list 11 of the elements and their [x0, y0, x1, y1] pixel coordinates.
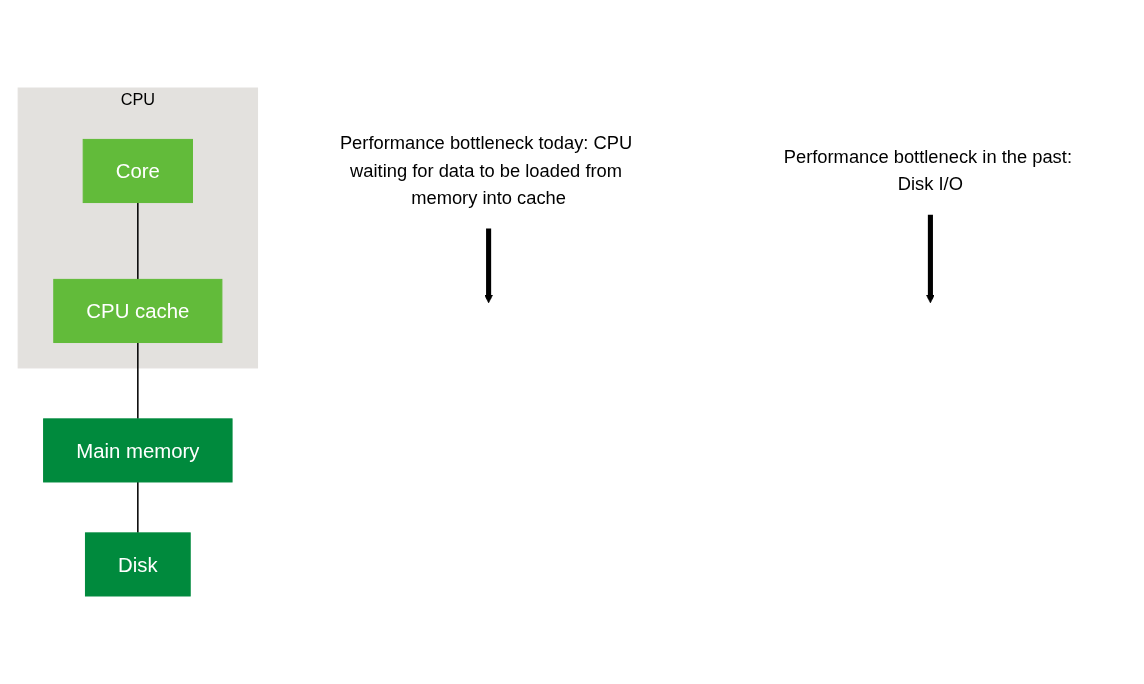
storage-box: Main memory — [43, 418, 233, 483]
arrow — [925, 214, 935, 304]
note-text: Performance bottleneck today: CPU waiting for data to be loaded from memory into cache — [339, 132, 633, 209]
component-box: Core — [82, 138, 193, 204]
arrow — [484, 228, 494, 304]
connector-line — [137, 481, 139, 534]
component-box: CPU cache — [53, 278, 223, 343]
storage-box: Disk — [84, 532, 191, 597]
connector-line — [137, 341, 139, 420]
connector-line — [137, 201, 139, 281]
note-text: Performance bottleneck in the past: Disk I/O — [783, 146, 1072, 195]
